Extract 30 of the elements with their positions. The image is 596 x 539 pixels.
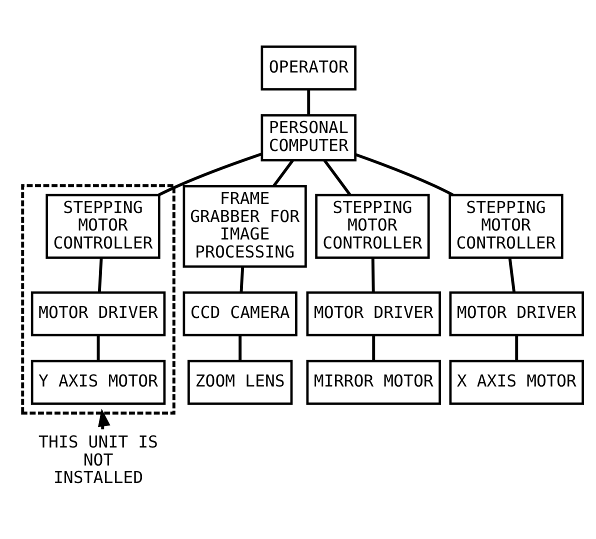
node-box: X AXIS MOTOR [449, 360, 584, 405]
cluster [21, 184, 176, 415]
node-box: STEPPING MOTOR CONTROLLER [448, 194, 564, 259]
node-box: ZOOM LENS [188, 360, 293, 405]
connector [96, 335, 100, 362]
node-box: Y AXIS MOTOR [30, 360, 166, 405]
node-box: MIRROR MOTOR [306, 360, 441, 405]
node-box: STEPPING MOTOR CONTROLLER [46, 194, 160, 259]
connector [323, 159, 352, 196]
connector [307, 89, 310, 115]
connector [238, 335, 242, 362]
node-box: CCD CAMERA [182, 291, 298, 336]
node-text: THIS UNIT IS NOT INSTALLED [38, 432, 158, 488]
connector [508, 258, 516, 293]
connector [272, 159, 294, 187]
connector [240, 266, 244, 292]
node-box: OPERATOR [260, 46, 356, 90]
node-box: PERSONAL COMPUTER [260, 114, 356, 162]
connector [158, 152, 262, 196]
node-box: STEPPING MOTOR CONTROLLER [315, 194, 430, 259]
node-box: FRAME GRABBER FOR IMAGE PROCESSING [182, 185, 307, 268]
connector [515, 335, 518, 362]
connector [354, 153, 454, 196]
node-box: MOTOR DRIVER [449, 291, 584, 336]
connector [372, 335, 376, 362]
node-box: MOTOR DRIVER [306, 291, 441, 336]
arrow [98, 408, 110, 430]
connector [98, 258, 103, 292]
connector [371, 258, 375, 292]
node-box: MOTOR DRIVER [30, 291, 166, 336]
